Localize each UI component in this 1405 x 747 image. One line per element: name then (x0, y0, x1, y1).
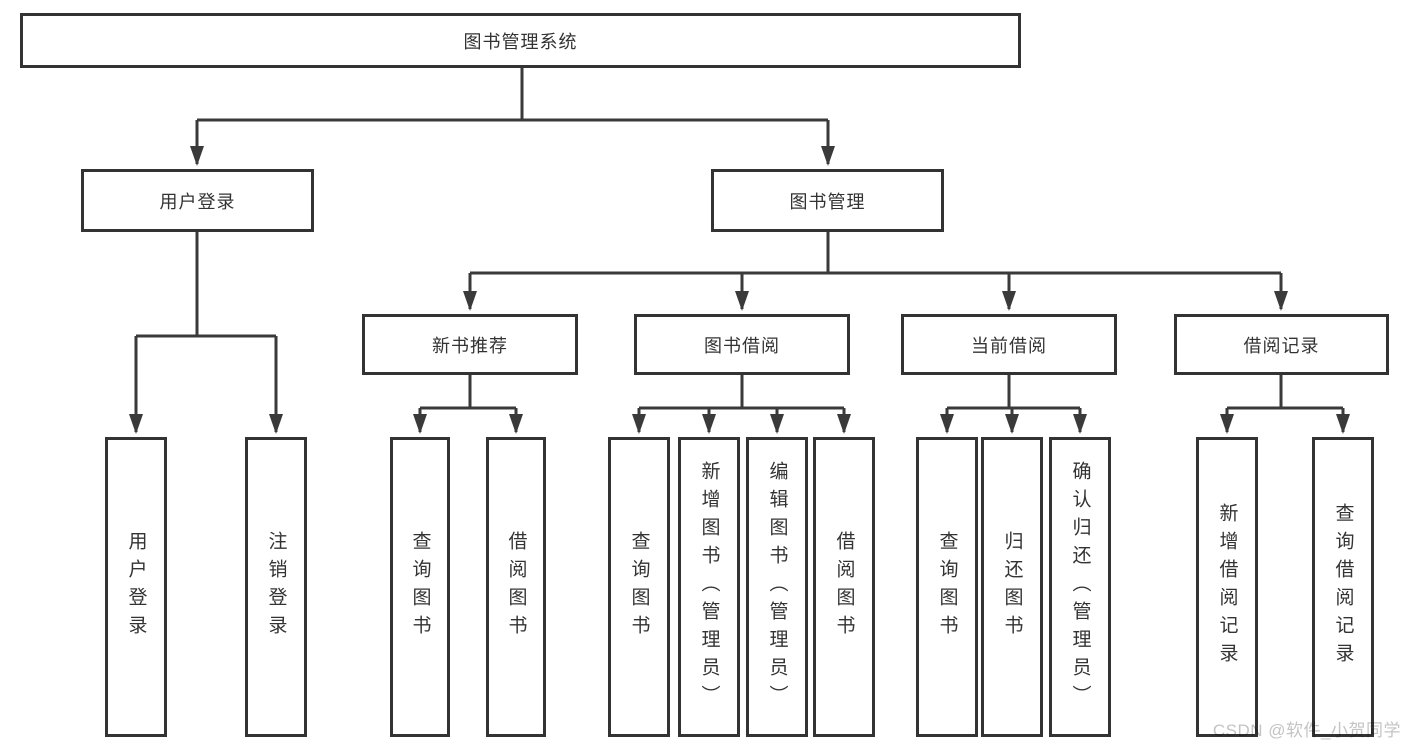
leaf-current-query-books: 查询图书 (916, 437, 978, 737)
leaf-logout: 注销登录 (245, 437, 307, 737)
leaf-records-add-record: 新增借阅记录 (1196, 437, 1258, 737)
leaf-newrec-query-books: 查询图书 (390, 437, 450, 737)
node-borrowing-records: 借阅记录 (1174, 314, 1389, 375)
leaf-borrowing-add-books-admin: 新增图书（管理员） (678, 437, 740, 737)
leaf-borrowing-borrow-books: 借阅图书 (813, 437, 875, 737)
leaf-borrowing-edit-books-admin: 编辑图书（管理员） (746, 437, 808, 737)
node-library-system: 图书管理系统 (20, 13, 1021, 68)
leaf-borrowing-query-books: 查询图书 (608, 437, 670, 737)
csdn-watermark: CSDN @软件_小贺同学 (1212, 721, 1401, 740)
leaf-user-login: 用户登录 (105, 437, 167, 737)
leaf-newrec-borrow-books: 借阅图书 (486, 437, 546, 737)
leaf-records-query-record: 查询借阅记录 (1312, 437, 1374, 737)
node-current-borrowing: 当前借阅 (901, 314, 1117, 375)
leaf-current-confirm-return-admin: 确认归还（管理员） (1049, 437, 1111, 737)
leaf-current-return-books: 归还图书 (981, 437, 1043, 737)
node-book-borrowing: 图书借阅 (634, 314, 850, 375)
node-new-book-recommend: 新书推荐 (362, 314, 578, 375)
node-user-login: 用户登录 (81, 169, 314, 232)
node-book-management: 图书管理 (711, 169, 944, 232)
